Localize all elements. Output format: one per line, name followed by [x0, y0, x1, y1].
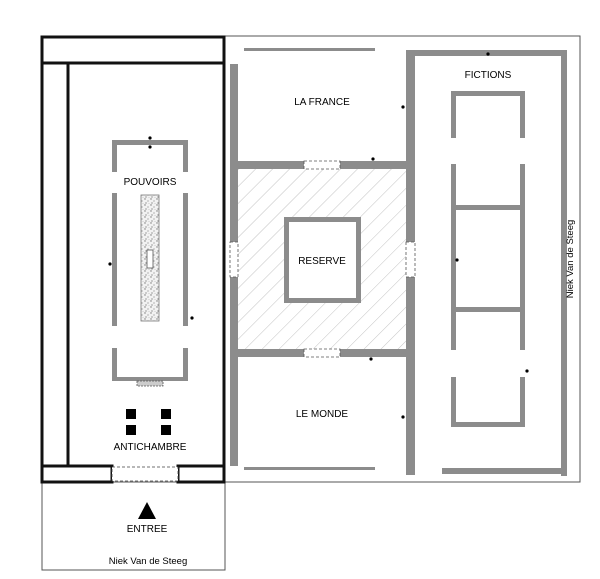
room-label-fictions: FICTIONS — [465, 70, 512, 81]
room-label-reserve: RESERVE — [298, 256, 346, 267]
entrance-arrow-icon — [138, 502, 156, 519]
credit-side: Niek Van de Steeg — [565, 220, 576, 299]
room-label-le-monde: LE MONDE — [296, 409, 349, 420]
pouvoirs-bench — [136, 380, 164, 387]
credit-bottom: Niek Van de Steeg — [109, 556, 188, 567]
room-label-antichambre: ANTICHAMBRE — [114, 442, 187, 453]
antichambre-pillars — [126, 409, 171, 435]
left-wing-walls — [40, 35, 226, 484]
room-label-la-france: LA FRANCE — [294, 97, 350, 108]
pouvoirs-walls — [112, 140, 188, 381]
door-openings — [229, 160, 416, 358]
entrance-opening — [111, 466, 179, 482]
pouvoirs-vitrine — [140, 194, 160, 322]
marker-dots — [108, 52, 529, 419]
room-label-pouvoirs: POUVOIRS — [124, 177, 177, 188]
room-label-entree: ENTREE — [127, 524, 168, 535]
reserve-room — [284, 217, 361, 303]
fictions-partitions — [451, 91, 525, 427]
